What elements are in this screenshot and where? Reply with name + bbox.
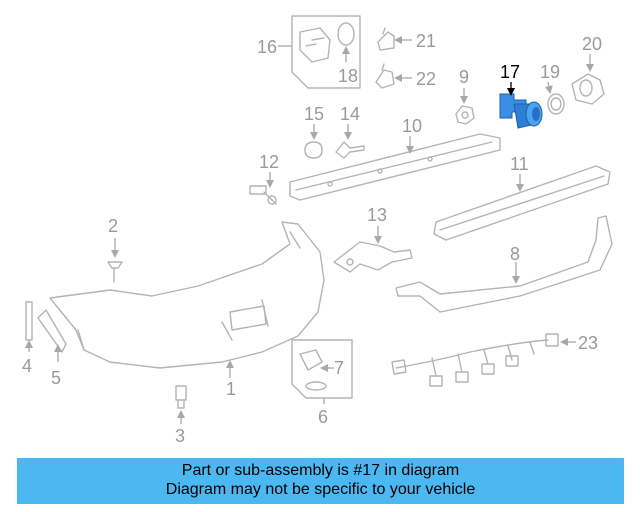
part-12-bolt — [249, 172, 277, 205]
callout-13: 13 — [367, 205, 387, 225]
callout-11: 11 — [510, 154, 529, 174]
callout-3: 3 — [175, 426, 185, 446]
part-16-clip-kit — [278, 15, 361, 89]
part-17-parking-sensor — [499, 82, 543, 129]
part-15-grommet — [304, 124, 323, 159]
part-6-reflector-kit — [291, 339, 353, 404]
callout-23: 23 — [578, 333, 598, 353]
part-10-upper-reinforcement — [289, 133, 501, 201]
callout-4: 4 — [22, 356, 32, 376]
callout-7: 7 — [334, 358, 344, 378]
part-9-nut — [455, 88, 475, 125]
callout-21: 21 — [416, 31, 436, 51]
part-11-lower-reinforcement — [433, 165, 611, 241]
info-banner: Part or sub-assembly is #17 in diagram D… — [17, 458, 624, 504]
part-1-bumper-cover — [49, 221, 325, 378]
callout-2: 2 — [108, 216, 118, 236]
banner-line-2: Diagram may not be specific to your vehi… — [165, 481, 476, 498]
part-13-bracket — [333, 226, 413, 273]
part-8-lower-trim — [395, 215, 613, 313]
part-14-fastener — [335, 124, 365, 159]
callout-17: 17 — [500, 62, 520, 82]
part-22-retainer — [375, 63, 412, 89]
part-4-clip — [25, 301, 33, 352]
callout-22: 22 — [416, 69, 436, 89]
callout-1: 1 — [226, 379, 236, 399]
callout-20: 20 — [582, 34, 602, 54]
callout-8: 8 — [510, 244, 520, 264]
callout-19: 19 — [540, 62, 560, 82]
part-19-ring — [544, 81, 565, 115]
banner-line-1: Part or sub-assembly is #17 in diagram — [181, 462, 460, 479]
part-23-wiring-harness — [391, 333, 576, 387]
part-21-retainer — [377, 27, 412, 51]
part-2-screw — [107, 238, 123, 283]
callout-14: 14 — [340, 104, 360, 124]
callout-18: 18 — [338, 66, 358, 86]
callout-6: 6 — [318, 407, 328, 427]
callout-5: 5 — [51, 368, 61, 388]
callout-10: 10 — [402, 116, 422, 136]
part-3-bolt — [175, 385, 187, 424]
callout-9: 9 — [459, 67, 469, 87]
callout-12: 12 — [259, 152, 279, 172]
part-5-reflector — [37, 309, 67, 362]
part-20-sensor-holder — [571, 54, 605, 105]
callout-15: 15 — [304, 104, 324, 124]
callout-16: 16 — [257, 37, 277, 57]
